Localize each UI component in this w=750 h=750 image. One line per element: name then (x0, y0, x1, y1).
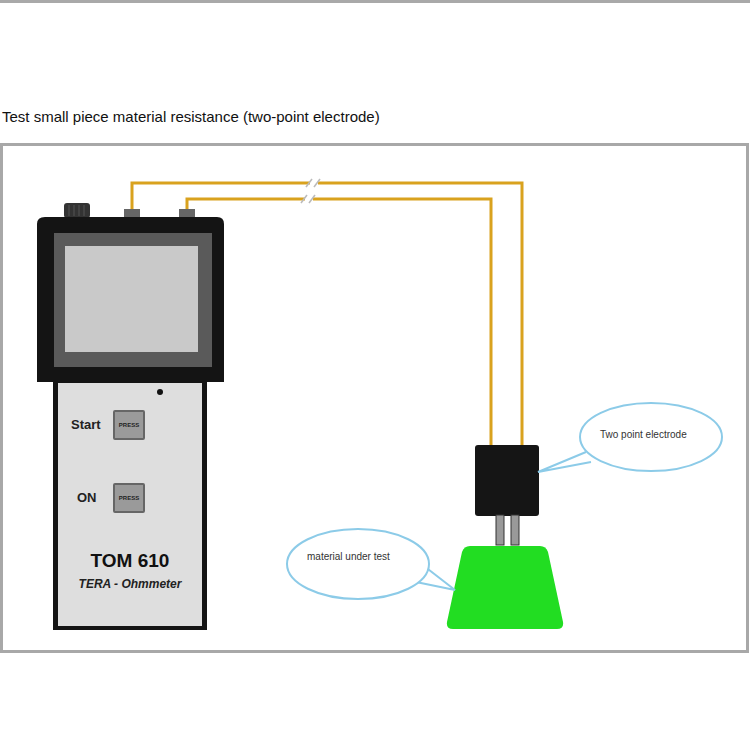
material-sample (447, 546, 563, 629)
knob-knurl (69, 205, 84, 216)
callout-bubble: Two point electrode (578, 401, 724, 473)
frame (2, 145, 748, 652)
bubble-outline (285, 527, 431, 601)
electrode-pin (511, 515, 519, 545)
device-label: TOM 610 (91, 550, 170, 572)
callout-tail (538, 452, 591, 472)
callout-text: material under test (307, 551, 390, 562)
device-label: TERA - Ohmmeter (79, 577, 182, 591)
callout-text: Two point electrode (600, 429, 687, 440)
knob (64, 203, 90, 218)
button-caption: Start (71, 417, 101, 432)
button-label: PRESS (119, 422, 139, 428)
callout-bubble: material under test (285, 527, 431, 601)
button-caption: ON (77, 490, 97, 505)
electrode-pin (496, 515, 504, 545)
top-rule (0, 0, 750, 3)
button-label: PRESS (119, 495, 139, 501)
indicator-dot (157, 389, 163, 395)
screen (65, 246, 198, 352)
press-button: PRESS (113, 410, 145, 440)
press-button: PRESS (113, 483, 145, 513)
electrode-head (475, 445, 539, 516)
screen-bezel (54, 233, 212, 367)
wire-break (301, 179, 320, 203)
device-body (37, 217, 224, 630)
bubble-ellipse (580, 403, 722, 471)
bubble-ellipse (287, 529, 429, 599)
title: Test small piece material resistance (tw… (2, 108, 380, 125)
